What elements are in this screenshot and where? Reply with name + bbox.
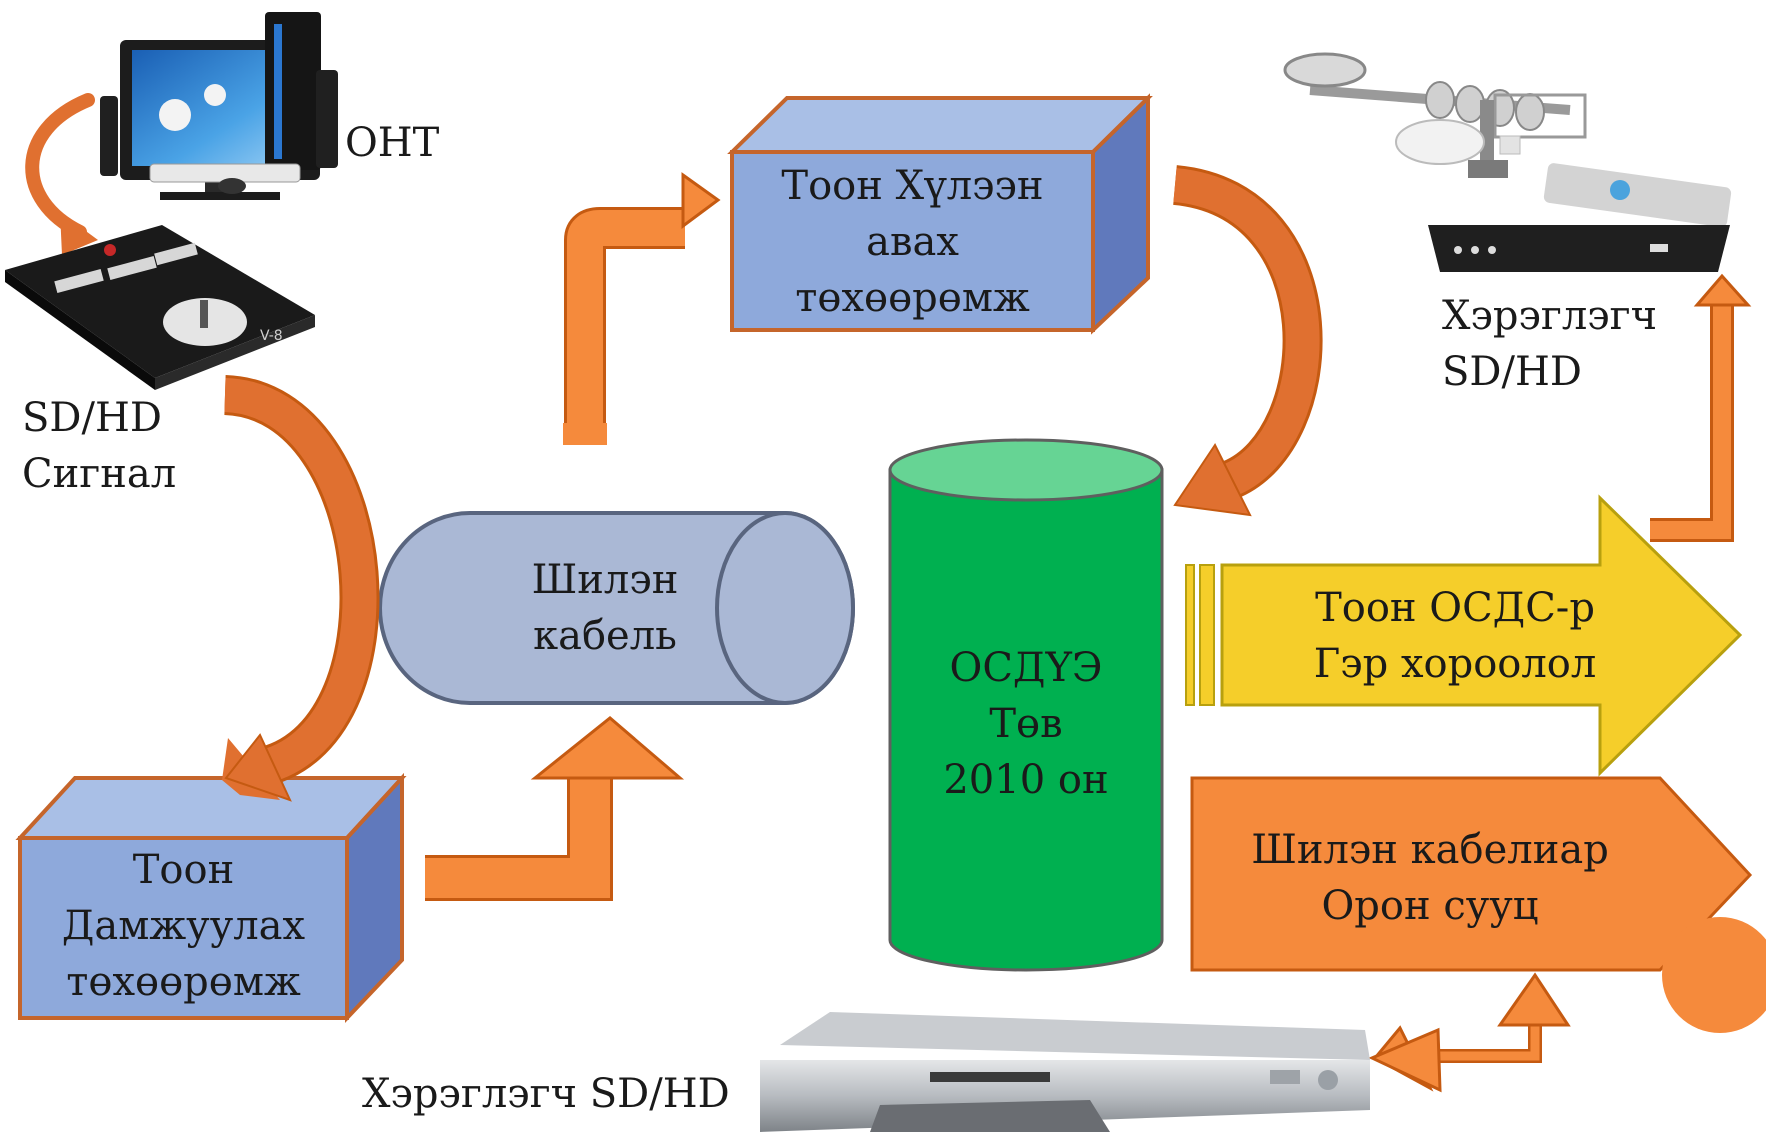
up-arrow-to-user [1650,273,1752,542]
oht-label: ОНТ [345,120,440,166]
svg-text:V-8: V-8 [260,328,283,344]
user-bottom-label: Хэрэглэгч SD/HD [362,1071,730,1117]
elbow-arrow-to-receiver [563,172,721,445]
curve-arrow-pc-to-mixer [25,93,98,255]
dvd-player-icon [760,1012,1370,1132]
transmit-box [15,772,407,1024]
bidirectional-arrow-to-dvd [1368,972,1571,1093]
user-top-label: Хэрэглэгч SD/HD [1442,293,1658,395]
corner-decor-circle [1662,917,1766,1033]
settop-box-icon [1428,163,1732,272]
computer-icon [100,12,338,200]
center-label: ОСДҮЭ Төв 2010 он [943,645,1109,803]
curve-arrow-signal-to-transmit [222,375,380,802]
curve-arrow-receiver-to-center [1172,165,1323,517]
cable-label: Шилэн кабель [531,557,679,659]
center-cylinder [888,438,1164,972]
antenna-icon [1283,52,1587,178]
fiber-cable-shape [378,511,855,705]
orange-arrow-label: Шилэн кабелиар Орон сууц [1251,827,1609,929]
yellow-arrow [1185,494,1743,777]
yellow-arrow-label: Тоон ОСДС-р Гэр хороолол [1313,585,1597,687]
receiver-box [727,93,1153,335]
receiver-box-label: Тоон Хүлээн авах төхөөрөмж [781,163,1044,321]
signal-label: SD/HD Сигнал [22,395,177,497]
transmit-box-label: Тоон Дамжуулах төхөөрөмж [61,847,306,1005]
video-mixer-icon: V-8 [5,225,315,390]
elbow-arrow-to-cable [425,716,685,901]
